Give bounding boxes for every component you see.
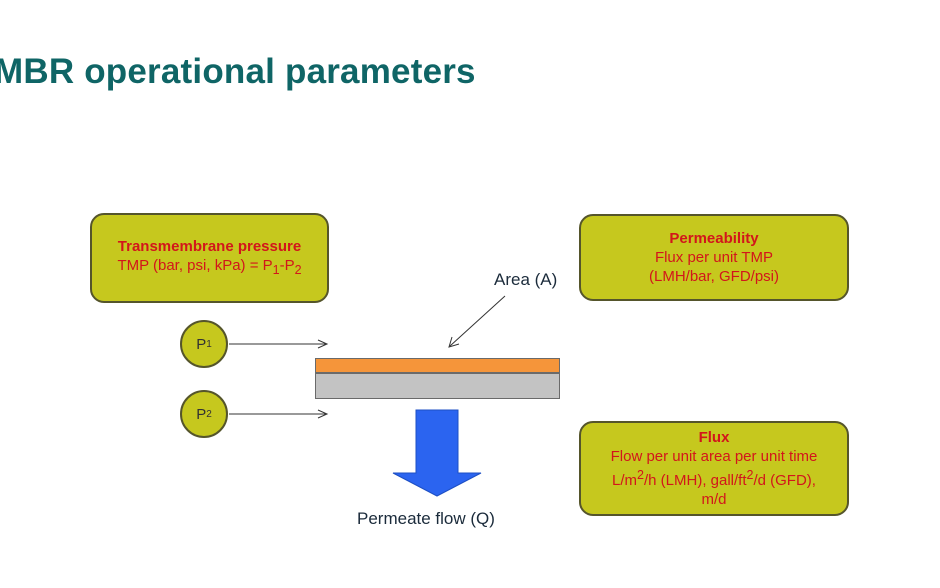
permeability-line-2: (LMH/bar, GFD/psi) — [648, 268, 780, 285]
slide-title: MBR operational parameters — [0, 52, 476, 91]
tmp-sub-2: 2 — [294, 262, 302, 277]
p1-arrow-head — [317, 339, 329, 349]
flux-unit-b: /h (LMH), gall/ft — [643, 472, 747, 489]
membrane-layer — [315, 358, 560, 373]
tmp-heading: Transmembrane pressure — [117, 237, 302, 255]
flux-line-1: Flow per unit area per unit time — [610, 448, 818, 465]
tmp-formula: TMP (bar, psi, kPa) = P1-P2 — [117, 256, 301, 280]
p2-sub: 2 — [206, 408, 212, 420]
tmp-formula-dash: -P — [279, 256, 295, 274]
membrane-support-layer — [315, 373, 560, 399]
permeate-flow-label: Permeate flow (Q) — [357, 509, 495, 528]
p2-arrow-head — [317, 409, 329, 419]
permeability-heading: Permeability — [669, 230, 759, 247]
tmp-sub-1: 1 — [272, 262, 280, 277]
area-pointer-head — [448, 336, 460, 348]
p1-letter: P — [196, 335, 207, 353]
p1-sub: 1 — [206, 338, 212, 350]
area-label: Area (A) — [494, 270, 558, 289]
flux-heading: Flux — [698, 429, 730, 446]
permeability-line-1: Flux per unit TMP — [654, 249, 774, 266]
tmp-definition-box: Transmembrane pressure TMP (bar, psi, kP… — [90, 213, 329, 303]
flux-line-3: m/d — [701, 491, 727, 508]
permeate-flow-arrow — [392, 409, 482, 497]
flux-sup-2: 2 — [746, 468, 754, 482]
permeability-definition-box: Permeability Flux per unit TMP (LMH/bar,… — [579, 214, 849, 301]
flux-unit-a: L/m — [612, 472, 638, 489]
area-pointer-line — [449, 295, 506, 347]
flux-definition-box: Flux Flow per unit area per unit time L/… — [579, 421, 849, 516]
flux-unit-c: /d (GFD), — [753, 472, 816, 489]
flux-sup-1: 2 — [637, 468, 644, 482]
p2-letter: P — [196, 405, 207, 423]
flux-line-2: L/m2/h (LMH), gall/ft2/d (GFD), — [612, 466, 816, 490]
tmp-formula-prefix: TMP (bar, psi, kPa) = P — [117, 256, 273, 274]
